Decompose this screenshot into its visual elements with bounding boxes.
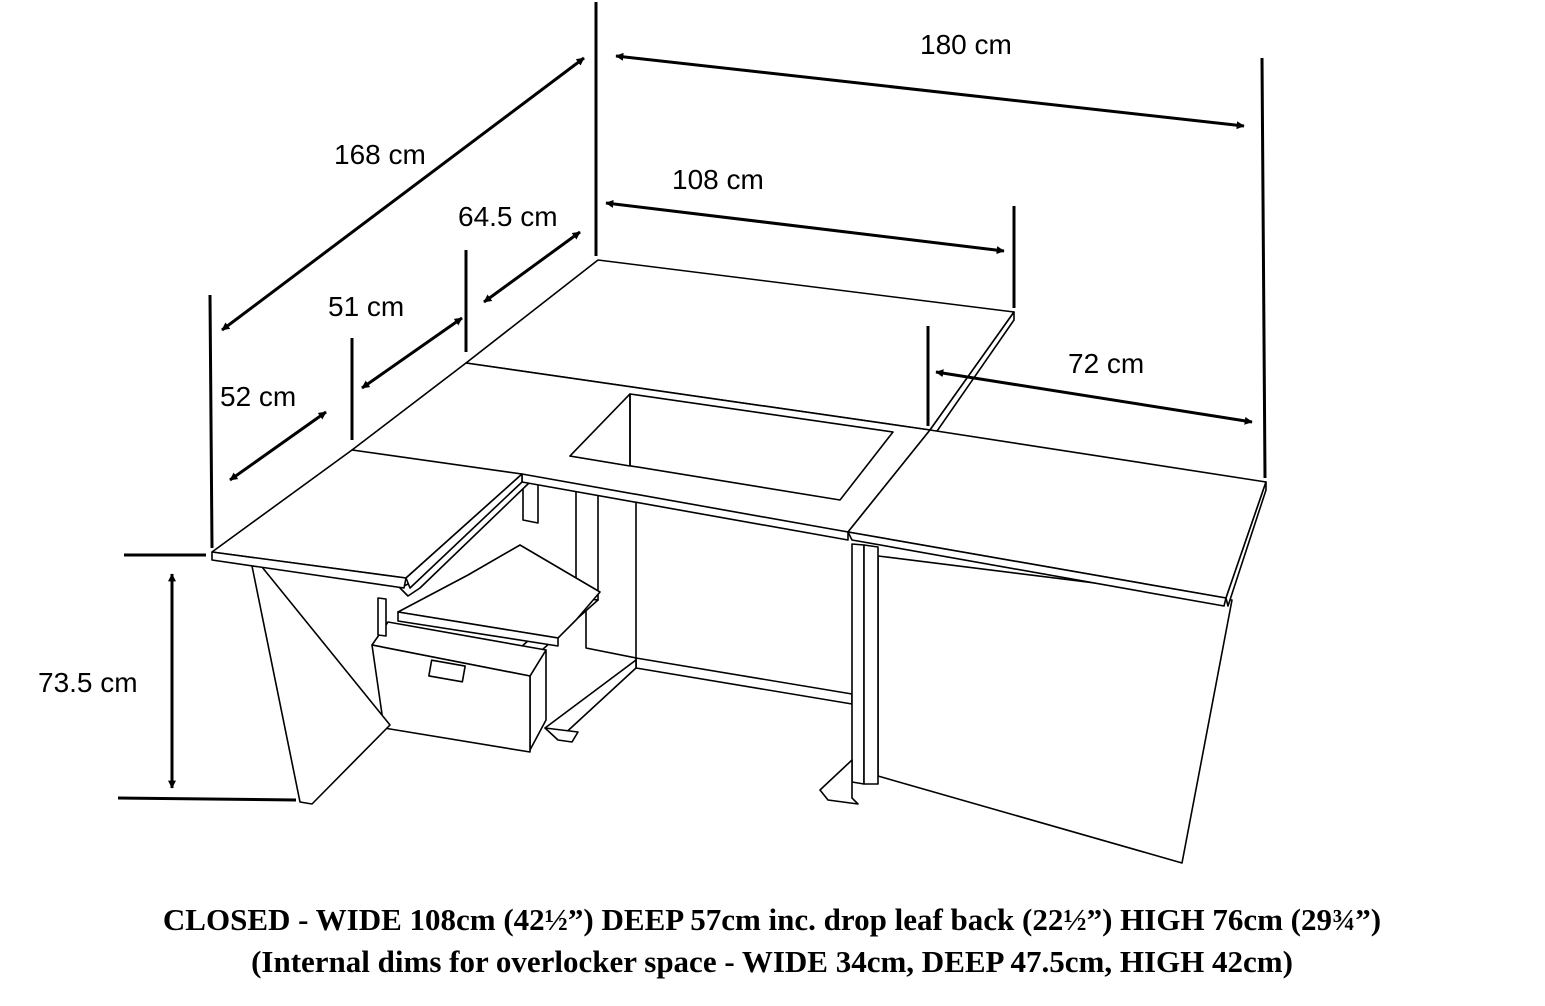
caption: CLOSED - WIDE 108cm (42½”) DEEP 57cm inc…: [163, 902, 1381, 979]
drawer-handle: [428, 659, 466, 683]
label-73-5cm: 73.5 cm: [38, 667, 138, 698]
label-51cm: 51 cm: [328, 291, 404, 322]
label-180cm: 180 cm: [920, 29, 1012, 60]
left-end-panel: [251, 565, 391, 805]
drawer-guide: [377, 597, 387, 637]
drawer-front: [371, 644, 531, 753]
front-right-leg: [851, 543, 865, 785]
front-right-leg-inner: [863, 544, 879, 785]
floor-runner: [544, 659, 637, 739]
dimension-arrows: [168, 52, 1253, 789]
floor-runner-end: [544, 727, 579, 743]
right-side-panel: [877, 555, 1233, 864]
label-52cm: 52 cm: [220, 381, 296, 412]
label-108cm: 108 cm: [672, 164, 764, 195]
dimension-labels: 180 cm 168 cm 108 cm 72 cm 64.5 cm 51 cm…: [38, 29, 1144, 698]
caption-line-1: CLOSED - WIDE 108cm (42½”) DEEP 57cm inc…: [163, 902, 1381, 937]
cabinet-drawing: [211, 259, 1267, 864]
label-72cm: 72 cm: [1068, 348, 1144, 379]
label-64-5cm: 64.5 cm: [458, 201, 558, 232]
lower-stretcher: [635, 657, 853, 705]
arrow-64-5cm: [483, 230, 581, 304]
arrow-72cm: [935, 369, 1253, 425]
arrow-108cm: [605, 199, 1005, 255]
arrow-168cm: [221, 56, 585, 332]
caption-line-2: (Internal dims for overlocker space - WI…: [251, 944, 1293, 979]
arrow-51cm: [361, 316, 463, 390]
front-right-foot: [819, 759, 859, 805]
lift-platform-edge: [397, 611, 559, 647]
arrow-180cm: [615, 52, 1245, 130]
label-168cm: 168 cm: [334, 139, 426, 170]
arrow-52cm: [229, 410, 327, 482]
